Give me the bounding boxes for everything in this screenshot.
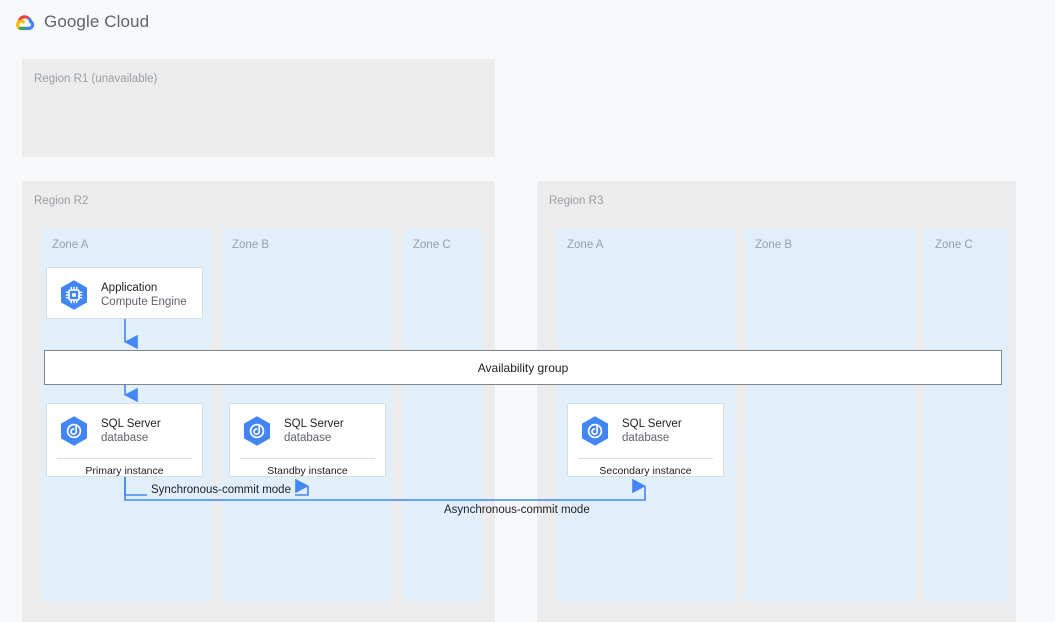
node-application[interactable]: Application Compute Engine <box>46 267 203 319</box>
node-db-secondary-subtitle: database <box>622 432 670 444</box>
compute-engine-icon <box>57 278 91 312</box>
zone-r3-a-label: Zone A <box>567 239 604 251</box>
node-db-primary-text: SQL Server database <box>101 417 161 446</box>
availability-group-label: Availability group <box>477 360 569 375</box>
google-cloud-logo-icon <box>12 13 38 35</box>
node-db-standby-divider <box>240 458 375 459</box>
node-db-secondary-role: Secondary instance <box>599 465 692 477</box>
node-application-body: Application Compute Engine <box>47 268 202 322</box>
region-r1-label: Region R1 (unavailable) <box>34 73 158 85</box>
zone-r2-a-label: Zone A <box>52 239 89 251</box>
node-application-text: Application Compute Engine <box>101 281 187 310</box>
connection-label-asynchronous: Asynchronous-commit mode <box>444 504 590 516</box>
sql-server-database-icon <box>57 414 91 448</box>
node-db-standby[interactable]: SQL Server database Standby instance <box>229 403 386 477</box>
node-db-primary-subtitle: database <box>101 432 149 444</box>
sql-server-database-icon <box>578 414 612 448</box>
node-db-primary-title: SQL Server <box>101 417 161 430</box>
node-db-secondary-title: SQL Server <box>622 417 682 430</box>
node-db-primary-divider <box>57 458 192 459</box>
availability-group-bar: Availability group <box>44 350 1002 385</box>
node-db-standby-subtitle: database <box>284 432 332 444</box>
node-db-standby-text: SQL Server database <box>284 417 344 446</box>
sql-server-database-icon <box>240 414 274 448</box>
brand-title: Google Cloud <box>44 12 150 31</box>
node-db-secondary[interactable]: SQL Server database Secondary instance <box>567 403 724 477</box>
node-application-subtitle: Compute Engine <box>101 296 187 308</box>
node-db-secondary-divider <box>578 458 713 459</box>
node-db-primary-body: SQL Server database <box>47 404 202 458</box>
zone-r2-b-label: Zone B <box>232 239 270 251</box>
zone-r3-b: Zone B <box>745 228 915 601</box>
node-application-title: Application <box>101 281 158 294</box>
zone-r3-b-label: Zone B <box>755 239 793 251</box>
node-db-standby-title: SQL Server <box>284 417 344 430</box>
region-r2-label: Region R2 <box>34 195 89 207</box>
node-db-standby-role: Standby instance <box>267 465 348 477</box>
region-r3-label: Region R3 <box>549 195 604 207</box>
node-db-standby-body: SQL Server database <box>230 404 385 458</box>
node-db-primary[interactable]: SQL Server database Primary instance <box>46 403 203 477</box>
node-db-primary-role: Primary instance <box>85 465 164 477</box>
node-db-secondary-body: SQL Server database <box>568 404 723 458</box>
region-r1: Region R1 (unavailable) <box>22 59 495 157</box>
zone-r2-c: Zone C <box>403 228 481 601</box>
zone-r3-c-label: Zone C <box>935 239 973 251</box>
zone-r2-c-label: Zone C <box>413 239 451 251</box>
architecture-diagram: Region R1 (unavailable) Region R2 Region… <box>0 48 1055 622</box>
page-header: Google Cloud <box>0 0 1055 48</box>
connection-label-synchronous: Synchronous-commit mode <box>147 484 295 496</box>
zone-r3-c: Zone C <box>925 228 1008 601</box>
node-db-secondary-text: SQL Server database <box>622 417 682 446</box>
